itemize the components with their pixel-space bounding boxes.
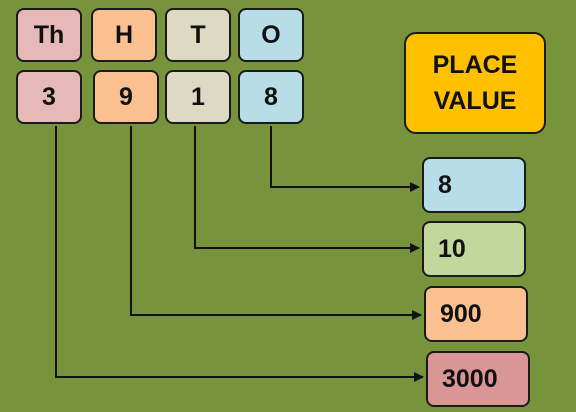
value-ones: 8 [422,157,526,213]
place-value-title: PLACE VALUE [404,32,546,134]
value-tens: 10 [422,221,526,277]
header-ones: O [238,8,304,62]
arrow-hundreds-to-900 [130,126,422,320]
value-hundreds: 900 [424,286,528,342]
value-thousands: 3000 [426,351,530,407]
header-hundreds: H [91,8,157,62]
digit-ones: 8 [238,70,304,124]
digit-hundreds: 9 [93,70,159,124]
header-tens: T [165,8,231,62]
header-thousands: Th [16,8,82,62]
title-line-1: PLACE [432,51,518,79]
digit-thousands: 3 [16,70,82,124]
arrow-tens-to-10 [194,126,420,253]
arrow-ones-to-8 [270,126,420,192]
title-line-2: VALUE [433,87,517,115]
digit-tens: 1 [165,70,231,124]
arrow-thousands-to-3000 [55,126,424,382]
